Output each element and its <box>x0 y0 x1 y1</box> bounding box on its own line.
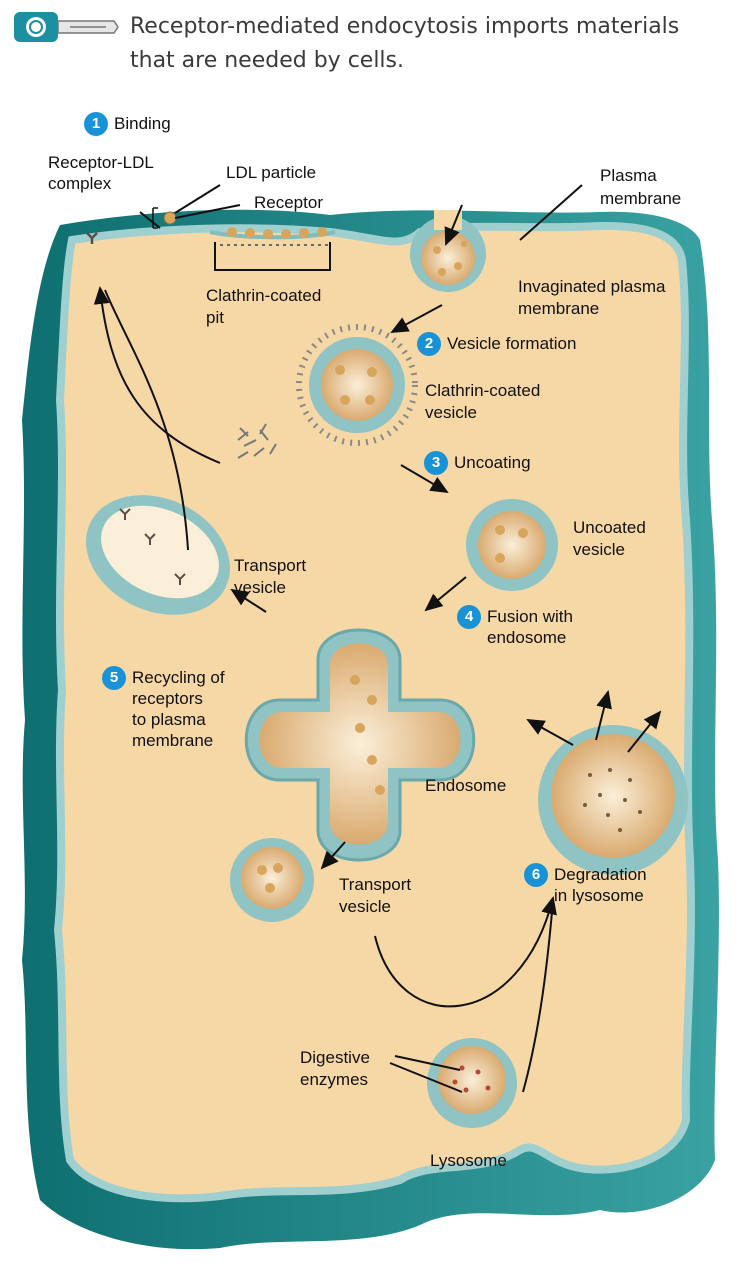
clathrin-pit-label-line1: Clathrin-coated <box>206 286 321 306</box>
step-4-badge: 4 <box>457 605 481 629</box>
invaginated-label-line2: membrane <box>518 299 599 319</box>
lysosome-label: Lysosome <box>430 1151 507 1171</box>
transport-vesicle-bottom-label-line1: Transport <box>339 875 411 895</box>
step-6-label-line1: Degradation <box>554 865 647 885</box>
uncoated-vesicle-label-line2: vesicle <box>573 540 625 560</box>
step-4-label-line1: Fusion with <box>487 607 573 627</box>
step-2-badge: 2 <box>417 332 441 356</box>
figure-caption: Receptor-mediated endocytosis imports ma… <box>130 10 720 78</box>
step-6-badge: 6 <box>524 863 548 887</box>
clathrin-vesicle-label-line2: vesicle <box>425 403 477 423</box>
transport-vesicle-top-label-line1: Transport <box>234 556 306 576</box>
transport-vesicle-degradation <box>230 838 314 922</box>
step-2-label: Vesicle formation <box>447 334 576 354</box>
receptor-ldl-label-line1: Receptor-LDL <box>48 153 154 173</box>
step-3-label: Uncoating <box>454 453 531 473</box>
ldl-particle-label: LDL particle <box>226 163 316 183</box>
ldl-particle <box>164 212 176 224</box>
step-1-badge: 1 <box>84 112 108 136</box>
step-5-label-line2: receptors <box>132 689 203 709</box>
step-6-label-line2: in lysosome <box>554 886 644 906</box>
step-5-badge: 5 <box>102 666 126 690</box>
uncoated-vesicle <box>466 499 558 591</box>
plasma-membrane-label-line2: membrane <box>600 189 681 209</box>
invaginated-label-line1: Invaginated plasma <box>518 277 665 297</box>
step-1-label: Binding <box>114 114 171 134</box>
plasma-membrane-label-line1: Plasma <box>600 166 657 186</box>
step-5-label-line3: to plasma <box>132 710 206 730</box>
clathrin-pit-label-line2: pit <box>206 308 224 328</box>
receptor-ldl-label-line2: complex <box>48 174 111 194</box>
transport-vesicle-bottom-label-line2: vesicle <box>339 897 391 917</box>
clathrin-vesicle-label-line1: Clathrin-coated <box>425 381 540 401</box>
digestive-enzymes-label-line2: enzymes <box>300 1070 368 1090</box>
transport-vesicle-top-label-line2: vesicle <box>234 578 286 598</box>
uncoated-vesicle-label-line1: Uncoated <box>573 518 646 538</box>
key-badge-icon <box>14 11 122 45</box>
endosome-label: Endosome <box>425 776 506 796</box>
step-5-label-line1: Recycling of <box>132 668 225 688</box>
step-3-badge: 3 <box>424 451 448 475</box>
step-5-label-line4: membrane <box>132 731 213 751</box>
receptor-label: Receptor <box>254 193 323 213</box>
degrading-lysosome <box>538 725 688 875</box>
step-4-label-line2: endosome <box>487 628 566 648</box>
digestive-enzymes-label-line1: Digestive <box>300 1048 370 1068</box>
